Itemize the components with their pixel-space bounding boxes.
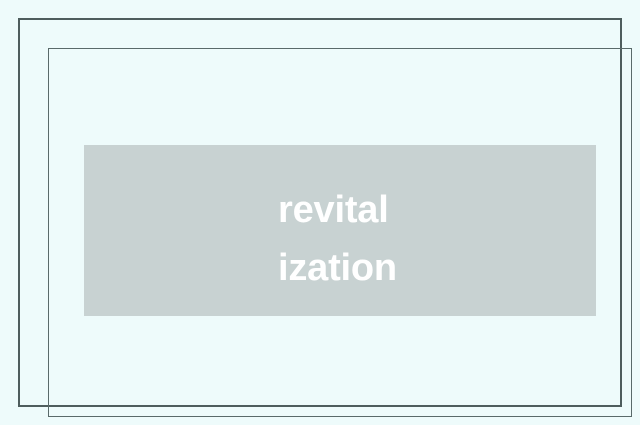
placeholder-text-line-1: revital bbox=[278, 189, 389, 231]
placeholder-text-line-2: ization bbox=[278, 247, 397, 289]
placeholder-text: revital ization bbox=[278, 181, 578, 291]
placeholder-image-block: revital ization bbox=[84, 145, 596, 316]
inner-border-frame bbox=[48, 48, 632, 417]
outer-border-frame: revital ization bbox=[18, 18, 632, 417]
